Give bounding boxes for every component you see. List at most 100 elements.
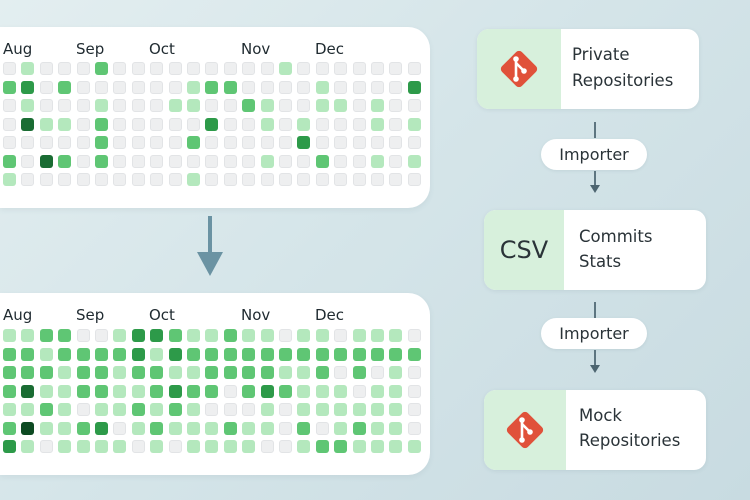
private-repositories-node: Private Repositories xyxy=(477,29,699,109)
contribution-cell xyxy=(21,440,35,453)
node-label-line1: Commits xyxy=(579,227,653,246)
contribution-cell xyxy=(352,99,366,112)
contribution-cell xyxy=(334,173,348,186)
contribution-cell xyxy=(95,62,108,75)
contribution-cell xyxy=(297,329,311,342)
node-label-line2: Repositories xyxy=(572,71,674,90)
contribution-cell xyxy=(113,117,127,131)
contribution-cell xyxy=(279,403,292,416)
contribution-cell xyxy=(242,384,256,398)
contribution-cell xyxy=(95,117,108,131)
contribution-cell xyxy=(389,421,403,435)
contribution-cell xyxy=(242,173,256,186)
contribution-cell xyxy=(242,99,256,112)
month-label: Nov xyxy=(241,306,271,324)
importer-step-2: Importer xyxy=(541,318,647,349)
contribution-cell xyxy=(297,154,311,168)
contribution-cell xyxy=(223,366,237,379)
contribution-cell xyxy=(150,62,164,75)
contribution-cell xyxy=(352,421,366,435)
contribution-cell xyxy=(334,62,348,75)
contribution-cell xyxy=(205,347,219,361)
contribution-cell xyxy=(21,154,35,168)
contribution-cell xyxy=(334,384,348,398)
contribution-cell xyxy=(58,347,72,361)
flow-connector xyxy=(594,302,596,318)
contribution-cell xyxy=(315,173,329,186)
heatmap-before-panel: Aug Sep Oct Nov Dec xyxy=(0,27,430,208)
contribution-cell xyxy=(407,366,421,379)
contribution-cell xyxy=(150,384,164,398)
node-label-line1: Private xyxy=(572,45,630,64)
contribution-cell xyxy=(389,117,403,131)
month-label: Dec xyxy=(315,40,345,58)
contribution-cell xyxy=(168,117,182,131)
contribution-cell xyxy=(260,99,274,112)
contribution-cell xyxy=(150,154,164,168)
contribution-cell xyxy=(315,154,329,168)
contribution-cell xyxy=(131,154,145,168)
contribution-cell xyxy=(334,117,348,131)
contribution-cell xyxy=(58,421,72,435)
contribution-cell xyxy=(187,117,200,131)
contribution-cell xyxy=(95,136,108,149)
contribution-cell xyxy=(260,421,274,435)
contribution-cell xyxy=(223,99,237,112)
contribution-cell xyxy=(131,440,145,453)
arrow-down-icon xyxy=(590,185,600,193)
contribution-cell xyxy=(297,440,311,453)
contribution-cell xyxy=(407,403,421,416)
contribution-cell xyxy=(334,421,348,435)
contribution-cell xyxy=(113,366,127,379)
contribution-cell xyxy=(297,384,311,398)
contribution-cell xyxy=(3,62,16,75)
contribution-cell xyxy=(352,173,366,186)
contribution-cell xyxy=(242,136,256,149)
contribution-cell xyxy=(407,62,421,75)
contribution-cell xyxy=(39,99,53,112)
contribution-cell xyxy=(260,329,274,342)
contribution-cell xyxy=(242,329,256,342)
contribution-cell xyxy=(58,80,72,94)
contribution-cell xyxy=(21,366,35,379)
contribution-cell xyxy=(260,154,274,168)
contribution-cell xyxy=(315,440,329,453)
contribution-cell xyxy=(150,329,164,342)
contribution-cell xyxy=(205,154,219,168)
contribution-cell xyxy=(3,173,16,186)
contribution-cell xyxy=(150,440,164,453)
contribution-cell xyxy=(76,403,90,416)
contribution-cell xyxy=(205,117,219,131)
contribution-cell xyxy=(76,117,90,131)
contribution-cell xyxy=(168,403,182,416)
contribution-cell xyxy=(260,440,274,453)
contribution-cell xyxy=(279,440,292,453)
contribution-cell xyxy=(371,384,384,398)
contribution-cell xyxy=(39,329,53,342)
contribution-cell xyxy=(76,136,90,149)
contribution-cell xyxy=(371,347,384,361)
contribution-cell xyxy=(39,173,53,186)
contribution-cell xyxy=(389,99,403,112)
contribution-cell xyxy=(21,99,35,112)
month-label: Sep xyxy=(76,306,105,324)
contribution-cell xyxy=(131,117,145,131)
contribution-cell xyxy=(113,173,127,186)
contribution-cell xyxy=(407,136,421,149)
contribution-cell xyxy=(279,117,292,131)
contribution-cell xyxy=(187,62,200,75)
contribution-cell xyxy=(371,62,384,75)
contribution-cell xyxy=(242,80,256,94)
contribution-cell xyxy=(58,136,72,149)
contribution-cell xyxy=(95,440,108,453)
contribution-cell xyxy=(168,421,182,435)
contribution-cell xyxy=(279,173,292,186)
contribution-cell xyxy=(187,440,200,453)
contribution-cell xyxy=(389,154,403,168)
contribution-cell xyxy=(76,347,90,361)
contribution-cell xyxy=(150,99,164,112)
contribution-cell xyxy=(187,403,200,416)
contribution-cell xyxy=(3,117,16,131)
contribution-cell xyxy=(168,99,182,112)
contribution-cell xyxy=(389,62,403,75)
